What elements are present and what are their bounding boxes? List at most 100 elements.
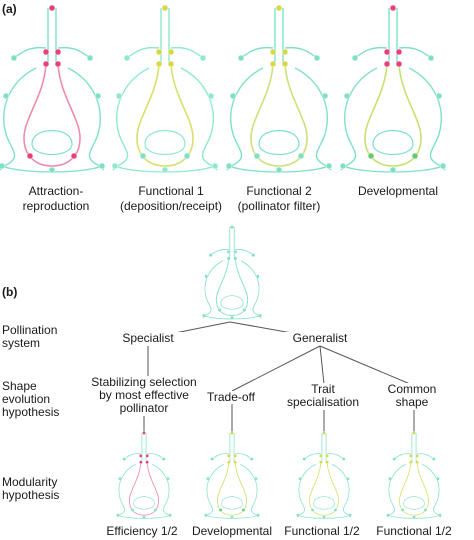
flower-a-4: [339, 4, 447, 174]
flower-lobe-left: [13, 46, 47, 59]
landmark-dot: [258, 313, 262, 318]
landmark-dot: [155, 48, 163, 56]
flower-lobe-left: [304, 453, 321, 460]
landmark-dot: [319, 460, 323, 464]
landmark-dot: [70, 152, 78, 160]
landmark-dot: [412, 431, 416, 435]
landmark-dot: [269, 60, 277, 68]
landmark-dot: [207, 92, 215, 100]
row-label-line: hypothesis: [2, 405, 60, 419]
landmark-dot: [388, 477, 392, 481]
landmark-dot: [389, 4, 397, 12]
landmark-dot: [322, 515, 326, 519]
caption-attraction-reproduction: Attraction- reproduction: [6, 184, 106, 214]
node-specialist: Specialist: [108, 332, 188, 345]
node-line: by most effective: [99, 388, 189, 402]
landmark-dot: [122, 457, 126, 461]
landmark-dot: [94, 92, 102, 100]
flower-ovary: [372, 130, 414, 155]
landmark-dot: [115, 92, 123, 100]
landmark-dot: [111, 162, 119, 170]
landmark-dot: [313, 54, 321, 62]
flower-ovary: [221, 496, 243, 510]
landmark-dot: [435, 92, 443, 100]
landmark-dot: [145, 460, 149, 464]
landmark-dot: [275, 166, 283, 174]
caption-functional-b1: Functional 1/2: [284, 524, 360, 538]
node-line: specialisation: [286, 395, 360, 409]
landmark-dot: [26, 152, 34, 160]
flower-ovary: [258, 130, 300, 155]
flower-root: [202, 225, 262, 320]
landmark-dot: [142, 431, 146, 435]
caption-line: reproduction: [22, 199, 90, 213]
flower-tube: [229, 433, 235, 464]
flower-ovary: [313, 496, 335, 510]
flower-inner: [250, 63, 308, 167]
landmark-dot: [229, 92, 237, 100]
landmark-dot: [139, 460, 143, 464]
landmark-dot: [427, 54, 435, 62]
landmark-dot: [208, 253, 213, 257]
flower-lobe-right: [327, 453, 344, 460]
landmark-dot: [54, 60, 62, 68]
flower-lobe-right: [398, 46, 432, 59]
flower-lobe-left: [212, 453, 229, 460]
caption-line: Functional 2: [246, 184, 312, 198]
landmark-dot: [167, 48, 175, 56]
flower-ovary: [31, 130, 73, 155]
landmark-dot: [256, 513, 260, 517]
caption-functional-b2: Functional 1/2: [376, 524, 452, 538]
landmark-dot: [339, 162, 347, 170]
flower-ovary: [220, 295, 244, 310]
landmark-dot: [48, 166, 56, 174]
panel-a-label: (a): [2, 2, 17, 16]
caption-line: Functional 1: [138, 184, 204, 198]
flower-lobe-left: [240, 46, 274, 59]
landmark-dot: [204, 513, 208, 517]
flower-b-4: [386, 431, 442, 519]
flower-tube: [141, 433, 147, 464]
caption-line: Attraction-: [28, 184, 84, 198]
node-common-shape: Common shape: [376, 383, 448, 409]
node-line: Common: [387, 382, 437, 396]
row-label-pollination-system: Pollination system: [2, 324, 57, 350]
landmark-dot: [436, 477, 440, 481]
landmark-dot: [233, 454, 237, 458]
landmark-dot: [161, 4, 169, 12]
flower-b-2: [204, 431, 260, 519]
node-trade-off: Trade-off: [196, 391, 266, 404]
flower-a-3: [225, 4, 333, 174]
node-line: Stabilizing selection: [91, 375, 197, 389]
landmark-dot: [98, 162, 106, 170]
flower-tube: [321, 433, 327, 464]
row-label-line: system: [2, 336, 41, 350]
landmark-dot: [241, 508, 246, 512]
flower-lobe-right: [417, 453, 434, 460]
landmark-dot: [383, 48, 391, 56]
landmark-dot: [202, 313, 206, 318]
landmark-dot: [0, 162, 6, 170]
row-label-modularity: Modularity hypothesis: [2, 476, 59, 502]
landmark-dot: [438, 513, 442, 517]
landmark-dot: [253, 152, 261, 160]
node-stabilizing-selection: Stabilizing selection by most effective …: [80, 376, 208, 415]
landmark-dot: [367, 152, 375, 160]
flower-lobe-left: [126, 46, 160, 59]
landmark-dot: [411, 152, 419, 160]
landmark-dot: [415, 454, 419, 458]
landmark-dot: [226, 256, 231, 261]
landmark-dot: [210, 457, 214, 461]
landmark-dot: [233, 460, 237, 464]
landmark-dot: [395, 48, 403, 56]
flower-lobe-left: [124, 453, 141, 460]
landmark-dot: [281, 60, 289, 68]
landmark-dot: [333, 508, 338, 512]
row-label-line: hypothesis: [2, 488, 60, 502]
landmark-dot: [321, 92, 329, 100]
landmark-dot: [153, 508, 158, 512]
landmark-dot: [145, 454, 149, 458]
landmark-dot: [226, 249, 231, 254]
landmark-dot: [392, 457, 396, 461]
